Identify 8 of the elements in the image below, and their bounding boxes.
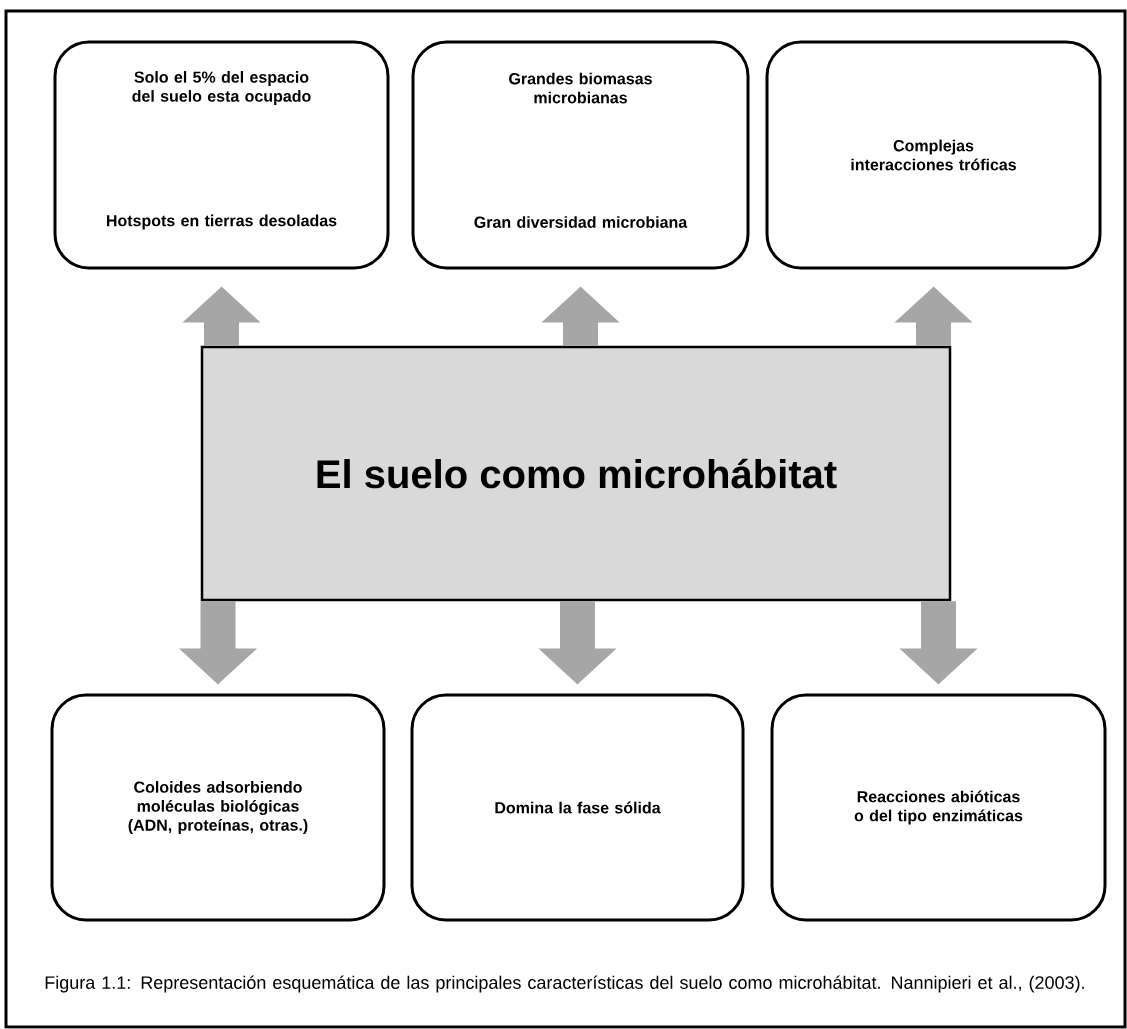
rounded-box: Coloides adsorbiendo moléculas biológicas (ADN, proteínas, otras.) <box>50 693 386 922</box>
rounded-box: Solo el 5% del espacio del suelo esta ocupado Hotspots en tierras desoladas <box>53 40 390 270</box>
rounded-box: Complejas interacciones tróficas <box>765 40 1102 270</box>
rounded-box: Grandes biomasas microbianas Gran diversidad microbiana <box>411 40 750 270</box>
title-box: El suelo como microhábitat <box>200 345 952 602</box>
rounded-box: Domina la fase sólida <box>410 693 745 922</box>
caption: Figura 1.1: Representación esquemática de las principales características del suelo como microhábitat. Nannipieri et al., (2003). <box>45 975 1084 993</box>
rounded-box: Reacciones abióticas o del tipo enzimáticas <box>770 693 1107 922</box>
